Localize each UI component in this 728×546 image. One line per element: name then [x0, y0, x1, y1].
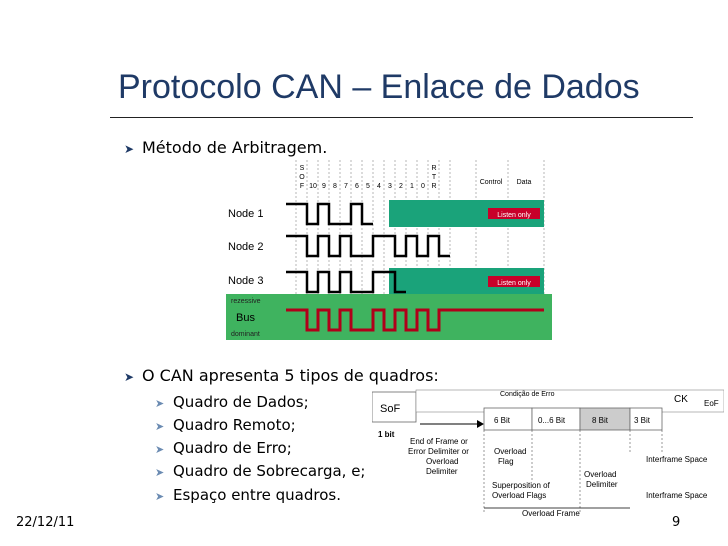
bus-area	[226, 294, 552, 340]
slide-title: Protocolo CAN – Enlace de Dados	[118, 68, 640, 106]
bullet-frame-types: ➤ O CAN apresenta 5 tipos de quadros:	[124, 366, 439, 385]
interframe-space-top: Interframe Space	[646, 455, 708, 464]
arrow-bullet-icon: ➤	[155, 490, 165, 503]
end-of-frame-line4: Delimiter	[426, 467, 458, 476]
bullet-text: O CAN apresenta 5 tipos de quadros:	[142, 366, 439, 385]
overload-flag-line1: Overload	[494, 447, 526, 456]
list-item: ➤Quadro de Sobrecarga, e;	[155, 462, 366, 480]
condicao-label: Condição de Erro	[500, 391, 555, 398]
listen-only-badge-1	[488, 208, 540, 219]
rtr-header-letter: R	[431, 183, 436, 190]
listen-only-label-1: Listen only	[497, 212, 531, 219]
rezessive-label: rezessive	[231, 298, 261, 305]
footer-date: 22/12/11	[16, 515, 75, 530]
control-label: Control	[480, 179, 503, 186]
superposition-line2: Overload Flags	[492, 491, 546, 500]
bullet-text: Método de Arbitragem.	[142, 138, 328, 157]
rtr-header-letter: T	[432, 174, 437, 181]
one-bit-label: 1 bit	[378, 430, 395, 439]
three-bit-label: 3 Bit	[634, 416, 651, 425]
six-bit-label: 6 Bit	[494, 416, 511, 425]
listen-only-badge-3	[488, 276, 540, 287]
arrow-bullet-icon: ➤	[155, 397, 165, 410]
arrow-bullet-icon: ➤	[124, 370, 135, 384]
arrow-bullet-icon: ➤	[155, 443, 165, 456]
list-item: ➤Quadro de Dados;	[155, 393, 309, 411]
list-item: ➤Quadro Remoto;	[155, 416, 296, 434]
overload-flag-line2: Flag	[498, 457, 514, 466]
bullet-arbitration: ➤ Método de Arbitragem.	[124, 138, 327, 157]
node-1-label: Node 1	[228, 208, 263, 220]
interframe-space-bottom: Interframe Space	[646, 491, 708, 500]
title-divider	[110, 117, 693, 118]
arrow-right-icon	[477, 420, 484, 428]
eof-label: EoF	[704, 399, 719, 408]
three-bit-box	[629, 407, 663, 431]
bit-number-label: 6	[355, 183, 359, 190]
overload-delimiter-line1: Overload	[584, 470, 616, 479]
sof-box	[371, 391, 417, 423]
zero-six-bit-label: 0...6 Bit	[538, 416, 566, 425]
bit-number-label: 9	[322, 183, 326, 190]
dominant-label: dominant	[231, 331, 260, 338]
bit-number-label: 8	[333, 183, 337, 190]
bit-number-label: 2	[399, 183, 403, 190]
node-3-label: Node 3	[228, 275, 263, 287]
arrow-bullet-icon: ➤	[155, 466, 165, 479]
node-2-label: Node 2	[228, 241, 263, 253]
data-label: Data	[517, 179, 532, 186]
node-3-waveform	[286, 270, 406, 294]
list-item: ➤Quadro de Erro;	[155, 439, 292, 457]
bit-number-label: 10	[309, 183, 317, 190]
end-of-frame-line3: Overload	[426, 457, 458, 466]
arrow-bullet-icon: ➤	[155, 420, 165, 433]
end-of-frame-line1: End of Frame or	[410, 437, 468, 446]
bit-number-label: 7	[344, 183, 348, 190]
bit-number-label: 3	[388, 183, 392, 190]
listen-only-label-3: Listen only	[497, 280, 531, 287]
sof-header-letter: O	[299, 174, 305, 181]
bit-number-label: 5	[366, 183, 370, 190]
page-number: 9	[672, 515, 681, 530]
bus-label: Bus	[236, 312, 255, 324]
rtr-header-letter: R	[431, 165, 436, 172]
node-2-waveform	[286, 234, 450, 258]
end-of-frame-line2: Error Delimiter or	[408, 447, 469, 456]
bit-number-label: 0	[421, 183, 425, 190]
end-of-frame-box	[406, 434, 482, 480]
node-1-waveform	[286, 202, 373, 226]
bit-number-label: 4	[377, 183, 381, 190]
superposition-line1: Superposition of	[492, 481, 551, 490]
eight-bit-label: 8 Bit	[592, 416, 609, 425]
overload-frame-diagram: SoF 1 bit Condição de Erro CK EoF 6 Bit …	[371, 382, 725, 522]
bit-number-label: 1	[410, 183, 414, 190]
sof-header-letter: F	[300, 183, 304, 190]
sof-header-letter: S	[300, 165, 305, 172]
bus-waveform	[286, 308, 544, 332]
ck-label: CK	[674, 394, 688, 405]
list-item: ➤Espaço entre quadros.	[155, 486, 341, 504]
overload-frame-label: Overload Frame	[522, 509, 580, 518]
sof-label: SoF	[380, 403, 400, 415]
arrow-bullet-icon: ➤	[124, 142, 135, 156]
overload-delimiter-line2: Delimiter	[586, 480, 618, 489]
